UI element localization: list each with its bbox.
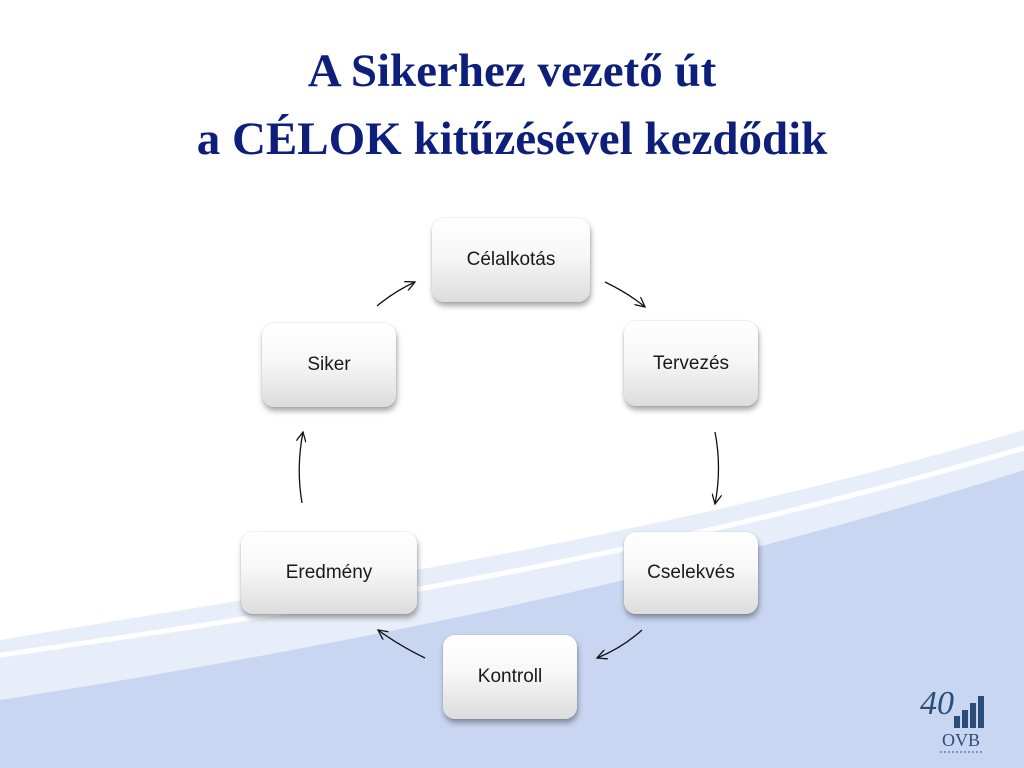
page-title-line-2: a CÉLOK kitűzésével kezdődik bbox=[196, 113, 828, 165]
ovb-40-logo: 40 OVB bbox=[920, 685, 984, 753]
logo-number: 40 bbox=[920, 685, 954, 722]
logo-text: OVB bbox=[942, 730, 980, 750]
logo-bar-3 bbox=[970, 703, 976, 728]
cycle-node-cselekves[interactable]: Cselekvés bbox=[624, 532, 758, 614]
logo-bar-2 bbox=[962, 710, 968, 728]
logo-bar-4 bbox=[978, 696, 984, 728]
logo-bar-1 bbox=[954, 716, 960, 728]
cycle-node-eredmeny[interactable]: Eredmény bbox=[241, 532, 417, 614]
cycle-node-kontroll[interactable]: Kontroll bbox=[443, 635, 577, 719]
cycle-node-celalkotas[interactable]: Célalkotás bbox=[432, 218, 590, 302]
page-title-line-1: A Sikerhez vezető út bbox=[307, 45, 717, 97]
cycle-node-tervezes[interactable]: Tervezés bbox=[624, 321, 758, 406]
cycle-node-siker[interactable]: Siker bbox=[262, 323, 396, 407]
